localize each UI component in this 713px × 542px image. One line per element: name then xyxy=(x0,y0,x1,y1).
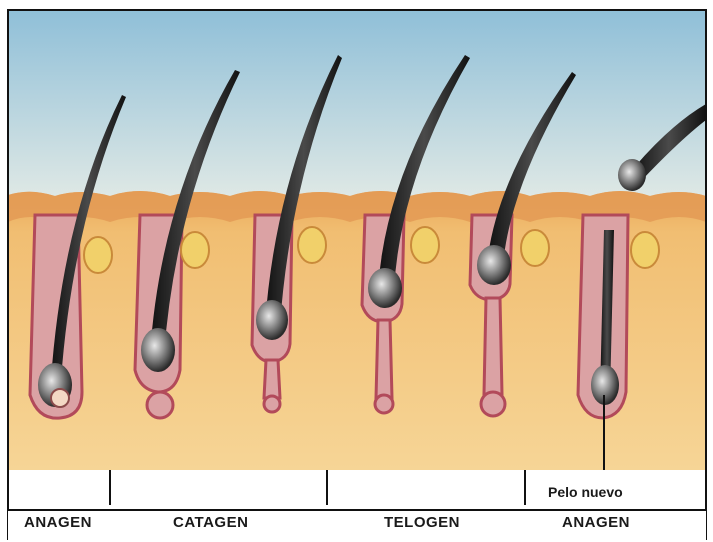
phase-label-anagen-1: ANAGEN xyxy=(24,514,92,531)
papilla-1 xyxy=(51,389,69,407)
gland-6 xyxy=(631,232,659,268)
bulb-4 xyxy=(368,268,402,308)
gland-5 xyxy=(521,230,549,266)
papilla-4 xyxy=(375,395,393,413)
gland-2 xyxy=(181,232,209,268)
tail-4 xyxy=(376,320,392,398)
phase-label-catagen: CATAGEN xyxy=(173,514,248,531)
new-hair-label: Pelo nuevo xyxy=(548,484,623,500)
tail-3 xyxy=(264,360,280,398)
papilla-2 xyxy=(147,392,173,418)
gland-3 xyxy=(298,227,326,263)
bulb-shed xyxy=(618,159,646,191)
bulb-3 xyxy=(256,300,288,340)
tail-5 xyxy=(484,298,502,394)
gland-4 xyxy=(411,227,439,263)
sky-background xyxy=(8,10,706,210)
phase-label-anagen-2: ANAGEN xyxy=(562,514,630,531)
papilla-5 xyxy=(481,392,505,416)
bulb-5 xyxy=(477,245,511,285)
bulb-2 xyxy=(141,328,175,372)
papilla-3 xyxy=(264,396,280,412)
gland-1 xyxy=(84,237,112,273)
phase-label-telogen: TELOGEN xyxy=(384,514,460,531)
